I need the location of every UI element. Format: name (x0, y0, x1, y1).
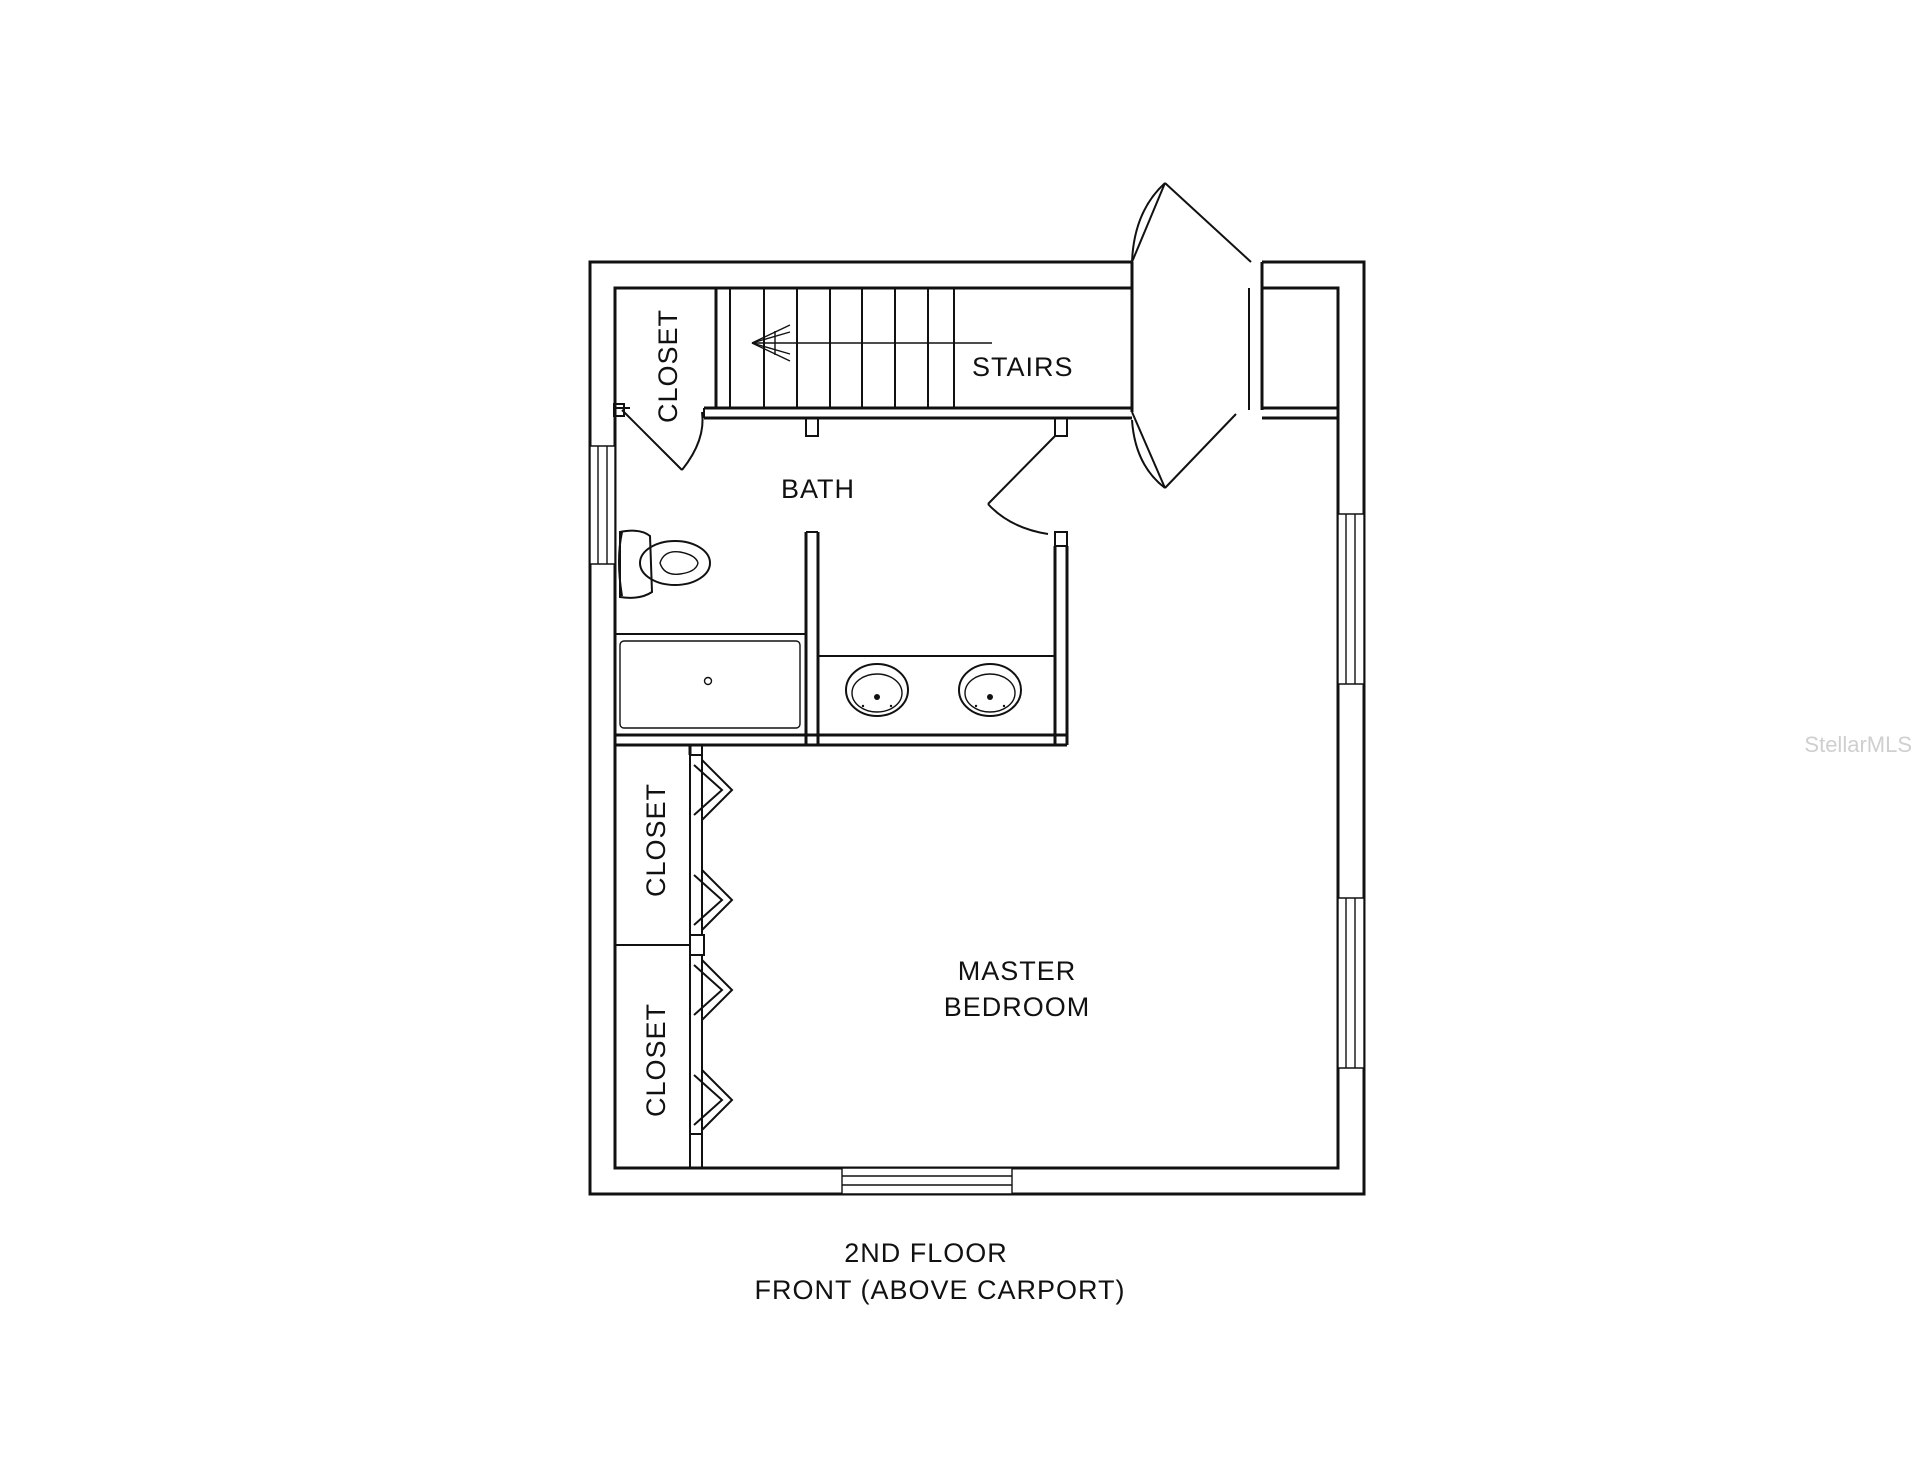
windows (589, 445, 1365, 1195)
closet-middle-label: CLOSET (641, 783, 671, 897)
bathtub-icon (614, 633, 807, 736)
closet-top-label: CLOSET (653, 309, 683, 423)
sink-left-icon (845, 663, 909, 717)
toilet-icon (618, 529, 711, 599)
window-right-lower (1337, 897, 1365, 1069)
closet-bottom-label: CLOSET (641, 1003, 671, 1117)
master-bedroom-label-line1: MASTER (958, 956, 1077, 986)
stairs-label: STAIRS (972, 352, 1074, 382)
window-right-upper (1337, 513, 1365, 685)
plan-caption-line2: FRONT (ABOVE CARPORT) (754, 1275, 1125, 1305)
entry-doors (1130, 182, 1264, 489)
closets-bedroom-walls (615, 744, 734, 1169)
bath-label: BATH (781, 474, 855, 504)
bath-walls (615, 417, 1069, 747)
window-bottom (841, 1167, 1013, 1195)
master-bedroom-label-line2: BEDROOM (944, 992, 1091, 1022)
sink-right-icon (958, 663, 1022, 717)
closet-top-walls (613, 288, 718, 471)
plan-caption-line1: 2ND FLOOR (844, 1238, 1008, 1268)
watermark: StellarMLS (1804, 732, 1912, 757)
window-left-bath (589, 445, 616, 565)
